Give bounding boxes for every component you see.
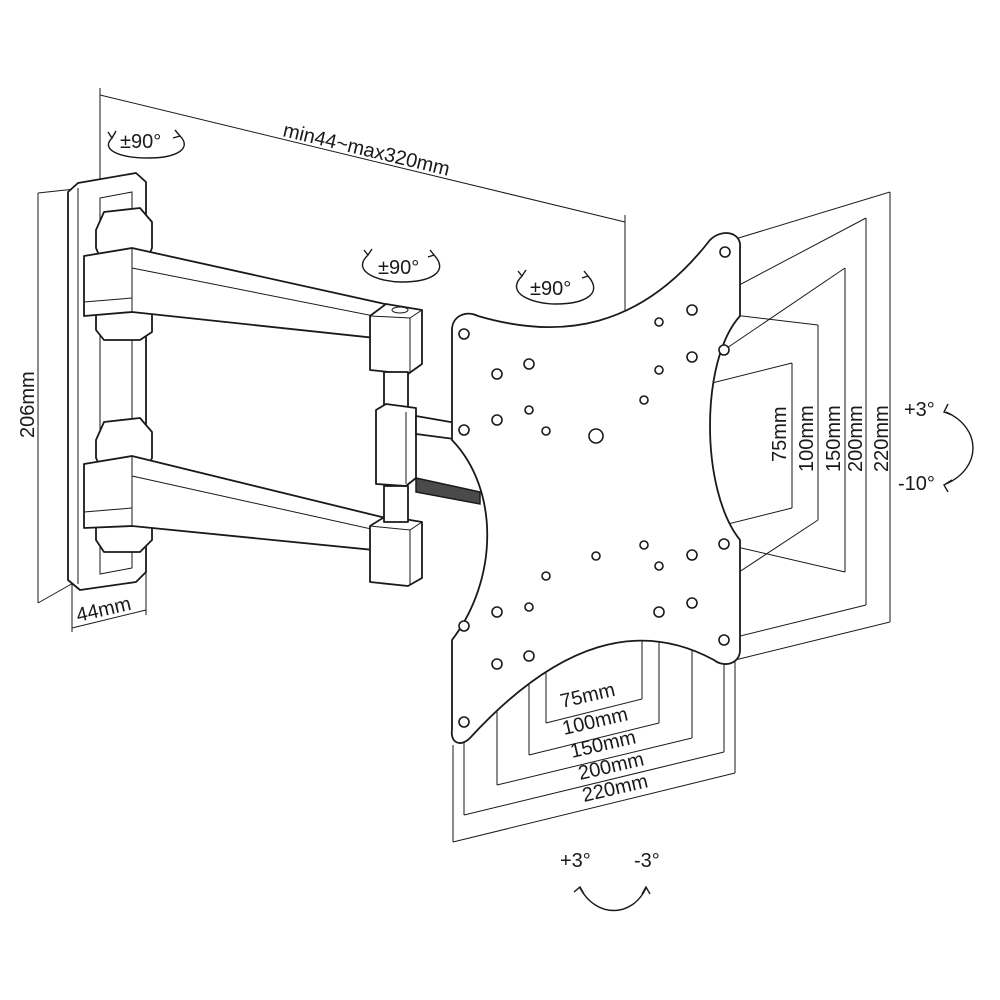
vesa-vertical-150-label: 150mm [823,405,845,472]
rotation-label-joint: ±90° [378,257,419,279]
vesa-vertical-220-label: 220mm [871,405,893,472]
tilt-up-label: +3° [904,399,935,421]
tilt-down-label: -10° [898,473,935,495]
upper-arm [83,207,423,375]
swivel-arrow: +3° -3° [560,850,660,912]
vesa-vertical-200-label: 200mm [845,405,867,472]
center-joint [375,371,481,523]
rotation-arrow-joint: ±90° [361,248,441,283]
swivel-left-label: +3° [560,850,591,872]
vesa-plate [450,232,741,744]
rotation-label-plate: ±90° [530,278,571,300]
vesa-vertical-75-label: 75mm [769,406,791,462]
rotation-arrow-plate: ±90° [515,269,595,305]
rotation-arrow-wall: ±90° [107,129,185,159]
extension-label: min44~max320mm [281,119,452,180]
wall-plate-height-label: 206mm [17,371,39,438]
vesa-vertical-100-label: 100mm [796,405,818,472]
swivel-right-label: -3° [634,850,660,872]
tilt-arrow: +3° -10° [898,399,974,495]
rotation-label-wall: ±90° [120,131,161,153]
wall-plate-depth-label: 44mm [74,593,133,627]
lower-arm [83,417,423,587]
